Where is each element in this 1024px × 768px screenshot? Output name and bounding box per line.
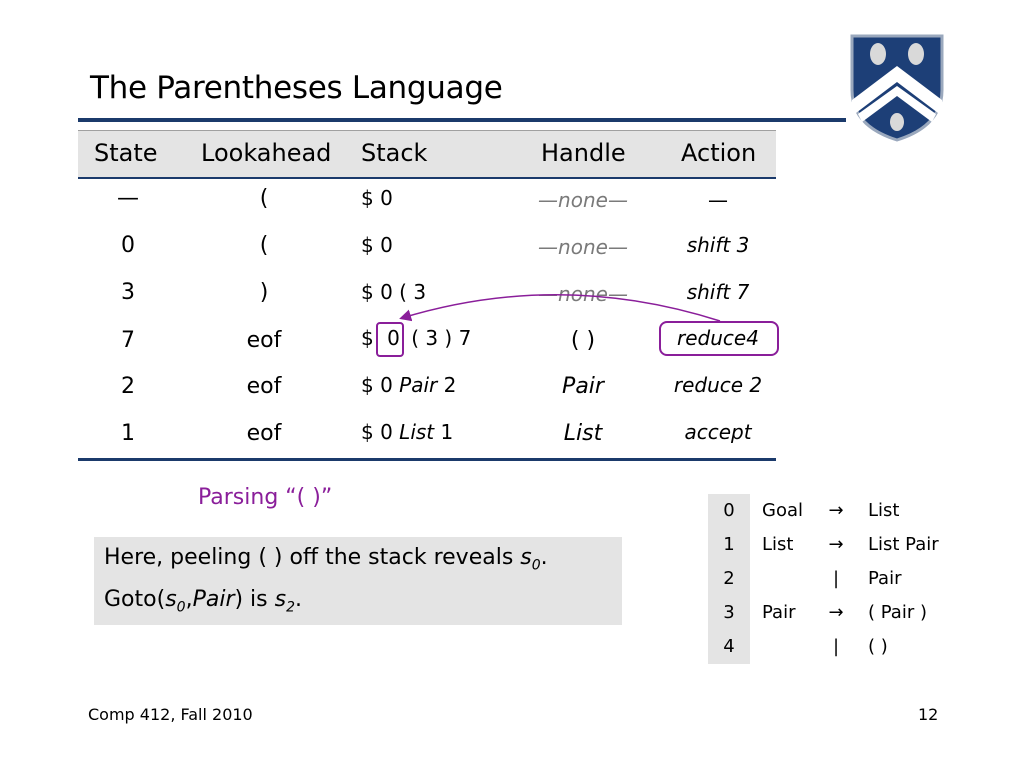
row6-lookahead: eof [246,421,282,446]
row1-state: — [117,186,139,211]
note-goto-s: s [165,587,177,612]
row4-lookahead: eof [246,328,282,353]
row6-stack-pre: $ 0 [361,420,393,444]
row3-action: shift 7 [686,280,750,304]
row5-stack-num: 2 [443,373,457,397]
row4-stack: $ 0 ( 3 ) 7 [361,326,471,350]
note-s-subscript: 0 [531,557,541,574]
row5-handle: Pair [562,374,604,399]
header-stack: Stack [361,139,428,167]
row3-stack: $ 0 ( 3 [361,280,427,304]
rule-rhs: ( ) [868,636,888,657]
row5-stack: $ 0 Pair 2 [361,373,456,397]
rule-number: 4 [708,630,750,664]
rule-rhs: List Pair [868,534,939,555]
row2-action: shift 3 [686,233,750,257]
row1-handle: —none— [538,188,628,212]
row4-stack-dollar: $ [361,326,374,350]
row2-stack: $ 0 [361,233,393,257]
grammar-rule: 2 | Pair [708,562,948,596]
note-goto-comma: , [185,587,193,612]
note-line-1: Here, peeling ( ) off the stack reveals … [104,545,548,573]
note-line-2: Goto(s0,Pair) is s2. [104,587,302,615]
row4-stack-rest: ( 3 ) 7 [411,326,472,350]
note-result-s: s [274,587,287,612]
note-line-1-text: Here, peeling ( ) off the stack reveals [104,545,521,570]
row3-state: 3 [121,280,135,305]
row2-lookahead: ( [259,233,269,258]
table-bottom-rule [78,458,776,461]
slide-title: The Parentheses Language [90,70,503,106]
rule-arrow: → [828,534,844,555]
row6-action: accept [684,420,752,444]
rule-number: 3 [708,596,750,630]
row5-state: 2 [121,374,135,399]
rule-arrow: → [828,500,844,521]
note-box: Here, peeling ( ) off the stack reveals … [94,537,622,625]
rule-lhs: Goal [762,500,803,521]
rule-rhs: ( Pair ) [868,602,927,623]
row3-handle: —none— [538,282,628,306]
row5-action: reduce 2 [673,373,763,397]
note-goto-text: Goto( [104,587,166,612]
row4-stack-zero-boxed: 0 [387,326,400,350]
row6-handle: List [563,421,603,446]
note-s-symbol: s [520,545,532,570]
row1-stack: $ 0 [361,186,393,210]
note-goto-sub: 0 [176,599,186,616]
row4-handle: ( ) [570,328,596,353]
note-goto-is: ) is [234,587,275,612]
row2-handle: —none— [538,235,628,259]
note-result-sub: 2 [286,599,296,616]
rule-lhs: List [762,534,794,555]
rule-lhs: Pair [762,602,796,623]
header-lookahead: Lookahead [201,139,332,167]
rule-arrow: | [832,636,840,657]
row2-state: 0 [121,233,135,258]
note-line-2-end: . [295,587,303,612]
row5-stack-symbol: Pair [399,373,438,397]
row6-stack-symbol: List [399,420,435,444]
header-state: State [94,139,158,167]
row6-state: 1 [121,421,135,446]
footer-course: Comp 412, Fall 2010 [88,705,253,724]
note-line-1-end: . [540,545,548,570]
rule-arrow: → [828,602,844,623]
grammar-rule: 4 | ( ) [708,630,948,664]
row1-lookahead: ( [259,186,269,211]
row5-stack-pre: $ 0 [361,373,393,397]
row5-lookahead: eof [246,374,282,399]
header-action: Action [681,139,757,167]
footer-page-number: 12 [918,705,939,724]
table-header: State Lookahead Stack Handle Action [78,130,776,179]
rule-number: 0 [708,494,750,528]
note-goto-pair: Pair [192,587,235,612]
row4-action: reduce4 [677,326,759,350]
rule-rhs: Pair [868,568,902,589]
rule-rhs: List [868,500,900,521]
grammar-rule: 1 List → List Pair [708,528,948,562]
rule-arrow: | [832,568,840,589]
row1-action: — [708,188,728,212]
row3-lookahead: ) [259,280,269,305]
rice-crest-logo [850,34,944,142]
grammar-rule: 0 Goal → List [708,494,948,528]
title-rule [78,118,846,122]
row4-state: 7 [121,328,135,353]
row6-stack: $ 0 List 1 [361,420,453,444]
header-handle: Handle [541,139,626,167]
parsing-caption: Parsing “( )” [198,485,333,510]
rule-number: 2 [708,562,750,596]
grammar-rule: 3 Pair → ( Pair ) [708,596,948,630]
row6-stack-num: 1 [440,420,454,444]
rule-number: 1 [708,528,750,562]
